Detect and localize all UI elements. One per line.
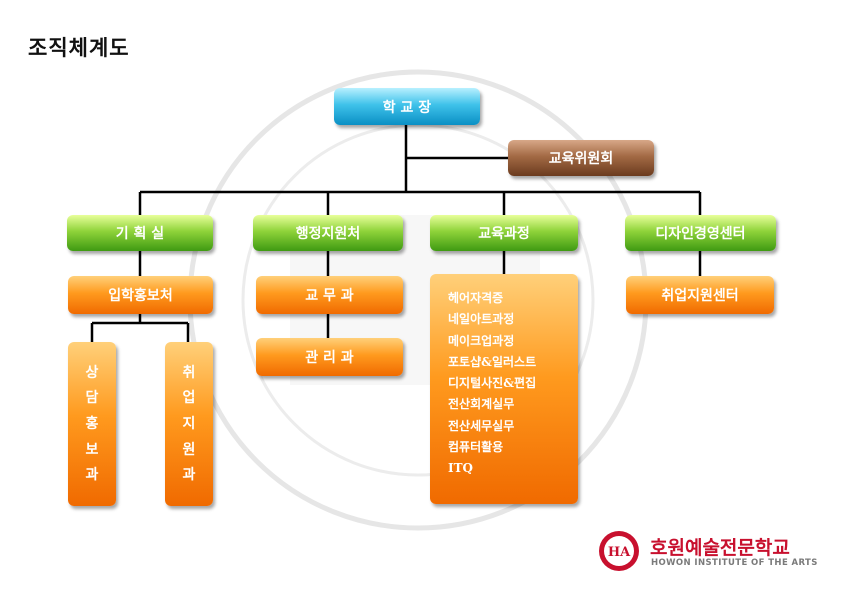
course-item: 컴퓨터활용 (448, 440, 504, 455)
course-item: 메이크업과정 (448, 333, 515, 348)
school-seal-icon: HA (599, 531, 639, 571)
course-item: 전산회계실무 (448, 397, 515, 412)
career-char: 취 (182, 364, 196, 381)
career-node: 취 업 지 원 과 (165, 342, 213, 506)
page-title: 조직체계도 (28, 35, 130, 60)
school-name: 호원예술전문학교 (650, 537, 790, 559)
principal-label: 학 교 장 (382, 99, 432, 116)
planning-label: 기 획 실 (115, 226, 165, 242)
management-label: 관 리 과 (305, 350, 354, 366)
counsel-node: 상 담 홍 보 과 (68, 342, 116, 506)
curriculum-node: 교육과정 (430, 215, 578, 251)
counsel-char: 상 (85, 364, 99, 381)
course-item: 전산세무실무 (448, 418, 515, 433)
admission-node: 입학홍보처 (68, 276, 213, 314)
career-char: 지 (182, 415, 196, 432)
committee-label: 교육위원회 (548, 151, 614, 167)
courses-node: 헤어자격증 네일아트과정 메이크업과정 포토샵&일러스트 디지털사진&편집 전산… (430, 274, 578, 504)
counsel-char: 홍 (85, 415, 99, 432)
planning-node: 기 획 실 (67, 215, 213, 251)
counsel-char: 담 (85, 390, 99, 407)
svg-text:HA: HA (608, 545, 631, 560)
curriculum-label: 교육과정 (478, 226, 530, 242)
admission-label: 입학홍보처 (108, 288, 173, 304)
course-item: 네일아트과정 (448, 312, 515, 327)
course-item: 헤어자격증 (448, 291, 504, 305)
committee-node: 교육위원회 (508, 140, 654, 176)
academic-node: 교 무 과 (256, 276, 403, 314)
course-item: ITQ (448, 461, 473, 476)
counsel-char: 보 (85, 441, 99, 458)
school-logo: HA 호원예술전문학교 HOWON INSTITUTE OF THE ARTS (598, 528, 832, 574)
employment-center-node: 취업지원센터 (626, 276, 774, 314)
principal-node: 학 교 장 (334, 88, 480, 125)
admin-node: 행정지원처 (253, 215, 403, 251)
course-item: 포토샵&일러스트 (448, 354, 537, 369)
career-char: 원 (182, 441, 196, 458)
employment-center-label: 취업지원센터 (661, 288, 739, 304)
design-label: 디자인경영센터 (655, 226, 746, 242)
admin-label: 행정지원처 (295, 226, 361, 242)
course-item: 디지털사진&편집 (448, 376, 537, 391)
design-node: 디자인경영센터 (625, 215, 776, 251)
career-char: 과 (182, 467, 196, 484)
management-node: 관 리 과 (256, 338, 403, 376)
academic-label: 교 무 과 (305, 288, 354, 304)
career-char: 업 (182, 390, 196, 407)
school-english-name: HOWON INSTITUTE OF THE ARTS (651, 558, 818, 568)
counsel-char: 과 (85, 467, 99, 484)
